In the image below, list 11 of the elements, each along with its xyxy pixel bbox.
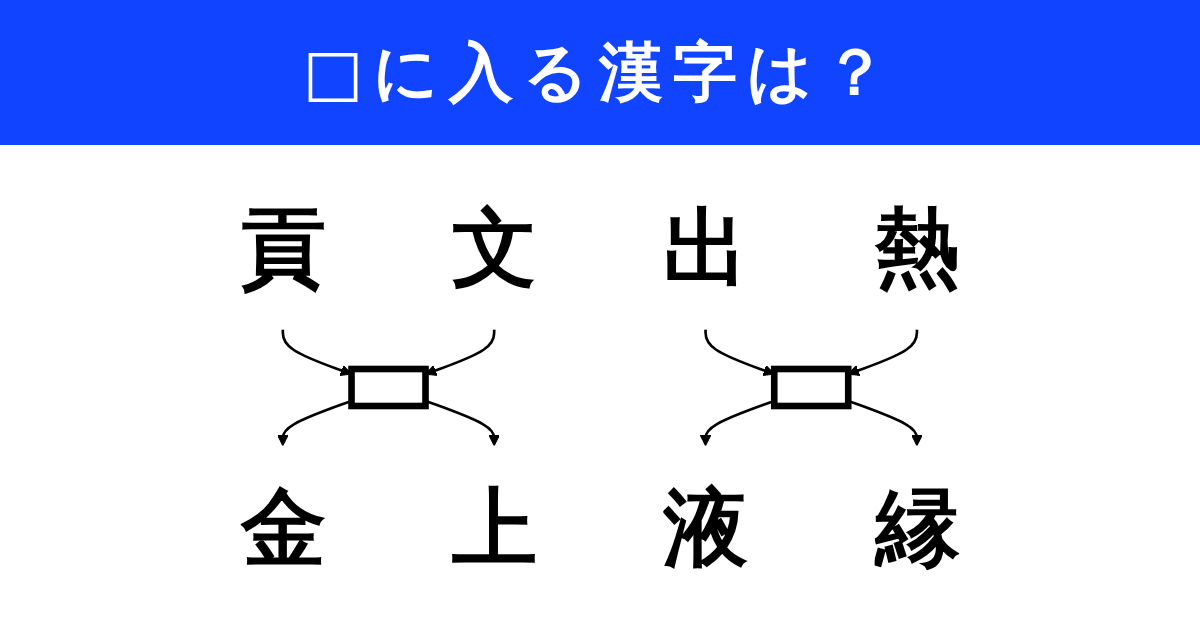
node-text: 文 <box>452 198 537 297</box>
node-text: 液 <box>663 478 748 577</box>
title-banner: □に入る漢字は？ <box>0 0 1200 145</box>
node-text: 上 <box>452 478 537 577</box>
node-text: 熱 <box>874 198 960 297</box>
node-box <box>348 365 429 410</box>
node-text: 出 <box>663 198 748 297</box>
node-text: 金 <box>240 478 326 577</box>
node-text: 縁 <box>874 478 960 577</box>
node-box <box>771 365 852 410</box>
node-text: 貢 <box>240 198 326 297</box>
